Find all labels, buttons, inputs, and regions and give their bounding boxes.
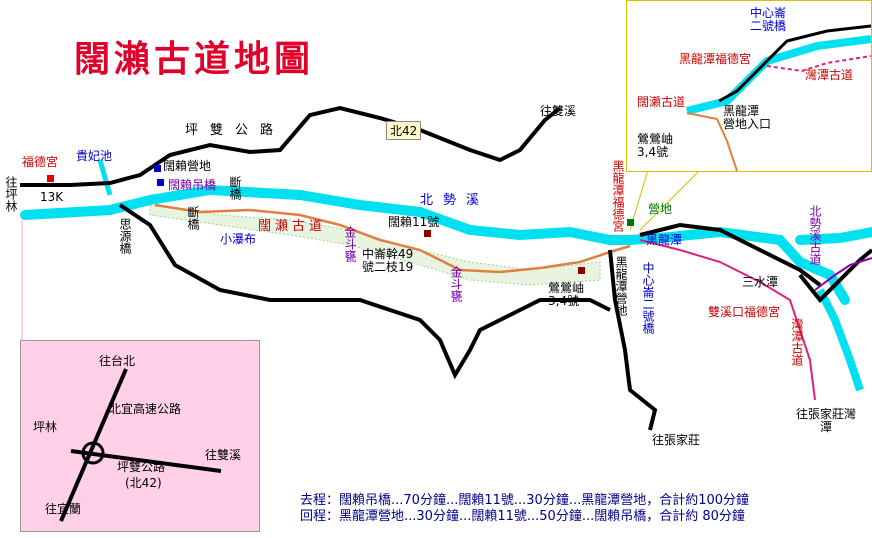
kuolai-bridge-label: 闊賴吊橋 bbox=[168, 178, 217, 192]
jindouweng-label-2: 金斗甕 bbox=[449, 266, 463, 302]
fudegong-label: 福德宮 bbox=[22, 155, 59, 169]
overview-highway: 北宜高速公路 bbox=[109, 402, 182, 416]
camp-marker bbox=[154, 165, 161, 172]
overview-inset: 往台北 北宜高速公路 坪林 往雙溪 坪雙公路 (北42) 往宜蘭 bbox=[20, 340, 260, 532]
time-notes: 去程：闊賴吊橋...70分鐘...闊賴11號...30分鐘...黑龍潭營地，合計… bbox=[300, 493, 749, 525]
siyuan-bridge-label: 思源橋 bbox=[118, 218, 132, 254]
east-road bbox=[639, 222, 822, 287]
overview-to-taipei: 往台北 bbox=[99, 354, 136, 368]
wantan-route bbox=[639, 239, 816, 401]
yingyangshan-label: 鶯鶯岫 3,4號 bbox=[548, 281, 585, 308]
overview-graphics bbox=[59, 368, 222, 522]
kuolai-camp-label: 闊賴營地 bbox=[163, 159, 212, 173]
fudegong-marker bbox=[47, 175, 54, 182]
xiaopubu-label: 小瀑布 bbox=[220, 232, 257, 246]
wantan-gudao-label: 灣潭古道 bbox=[790, 318, 804, 366]
shuangxikou-label: 雙溪口福德宮 bbox=[708, 305, 781, 319]
detail-wantan-gudao-label: 灣潭古道 bbox=[805, 68, 854, 82]
overview-pingshuang: 坪雙公路 bbox=[117, 460, 166, 474]
pingshuang-road-label: 坪雙公路 bbox=[185, 123, 286, 138]
duanqiao-label-1: 斷橋 bbox=[228, 176, 242, 200]
far-road bbox=[798, 248, 872, 303]
detail-heilongtan-camp-label: 黑龍潭 營地入口 bbox=[723, 104, 772, 131]
to-zhangjiazhuang-wantan-label: 往張家莊灣潭 bbox=[796, 407, 857, 434]
yingdi-marker bbox=[627, 219, 634, 226]
detail-heilongtan-fudegong-label: 黑龍潭福德宮 bbox=[679, 52, 752, 66]
beishixi-label: 北勢溪 bbox=[420, 193, 490, 208]
return-note: 回程：黑龍潭營地...30分鐘...闊賴11號...50分鐘...闊賴吊橋，合計… bbox=[300, 509, 745, 524]
zhonglun2-bridge-label: 中心崙二號橋 bbox=[641, 262, 655, 334]
zhonglun-label: 中崙幹49 號二枝19 bbox=[362, 247, 414, 274]
beishi-river bbox=[20, 184, 872, 305]
kuolai-11-marker bbox=[424, 230, 431, 237]
detail-inset: 中心崙 二號橋 黑龍潭福德宮 灣潭古道 闊瀨古道 黑龍潭 營地入口 鶯鶯岫 3,… bbox=[626, 0, 872, 172]
heilongtan-camp-label: 黑龍潭營地 bbox=[614, 256, 628, 316]
overview-to-yilan: 往宜蘭 bbox=[45, 502, 82, 516]
bei42-tag: 北42 bbox=[386, 121, 422, 140]
sanshuitan-label: 三水潭 bbox=[742, 275, 779, 289]
overview-pinglin: 坪林 bbox=[33, 420, 58, 434]
lower-road bbox=[608, 249, 658, 431]
map-title: 闊瀨古道地圖 bbox=[74, 38, 315, 80]
jindouweng-label-1: 金斗甕 bbox=[343, 226, 357, 262]
yingdi-label: 營地 bbox=[648, 202, 673, 216]
to-zhangjiazhuang-label: 往張家莊 bbox=[652, 433, 701, 447]
heilongtan-label: 黑龍潭 bbox=[646, 233, 683, 247]
beishi-route bbox=[814, 257, 872, 291]
heilongtan-fudegong-label: 黑龍潭福德宮 bbox=[611, 160, 625, 232]
river-branch bbox=[816, 288, 864, 392]
duanqiao-label-2: 斷橋 bbox=[186, 206, 200, 230]
beishixi-gudao-label: 北勢溪古道 bbox=[808, 205, 822, 265]
south-road bbox=[118, 203, 611, 380]
kuolai-11-label: 闊賴11號 bbox=[388, 215, 440, 229]
detail-zhongxinlun-label: 中心崙 二號橋 bbox=[749, 6, 786, 33]
km-label: 13K bbox=[40, 190, 64, 204]
kuolai-gudao-label: 闊瀨古道 bbox=[258, 219, 327, 234]
detail-kuolai-gudao-label: 闊瀨古道 bbox=[637, 95, 686, 109]
kuolai-trail bbox=[154, 203, 631, 274]
to-shuangxi-label: 往雙溪 bbox=[540, 104, 577, 118]
river-fork bbox=[97, 159, 113, 196]
detail-yingyangshan-label: 鶯鶯岫 3,4號 bbox=[637, 132, 674, 159]
yingyangshan-marker bbox=[578, 267, 585, 274]
overview-to-shuangxi: 往雙溪 bbox=[205, 448, 242, 462]
overview-bei42: (北42) bbox=[125, 476, 162, 490]
detail-graphics bbox=[686, 24, 871, 171]
guifeichi-label: 貴妃池 bbox=[76, 149, 113, 163]
to-pinglin-label: 往坪林 bbox=[4, 176, 18, 212]
bridge-marker bbox=[157, 179, 164, 186]
outbound-note: 去程：闊賴吊橋...70分鐘...闊賴11號...30分鐘...黑龍潭營地，合計… bbox=[300, 493, 750, 508]
pingshuang-road bbox=[20, 105, 562, 187]
vegetation bbox=[149, 204, 601, 286]
detail-connector bbox=[629, 169, 701, 231]
